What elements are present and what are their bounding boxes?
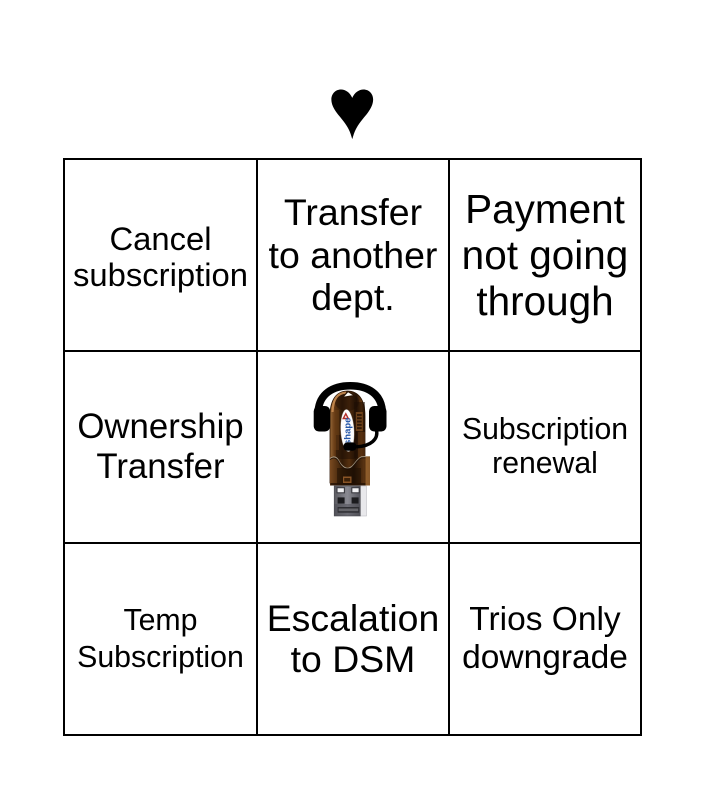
svg-text:shape: shape xyxy=(342,418,353,445)
